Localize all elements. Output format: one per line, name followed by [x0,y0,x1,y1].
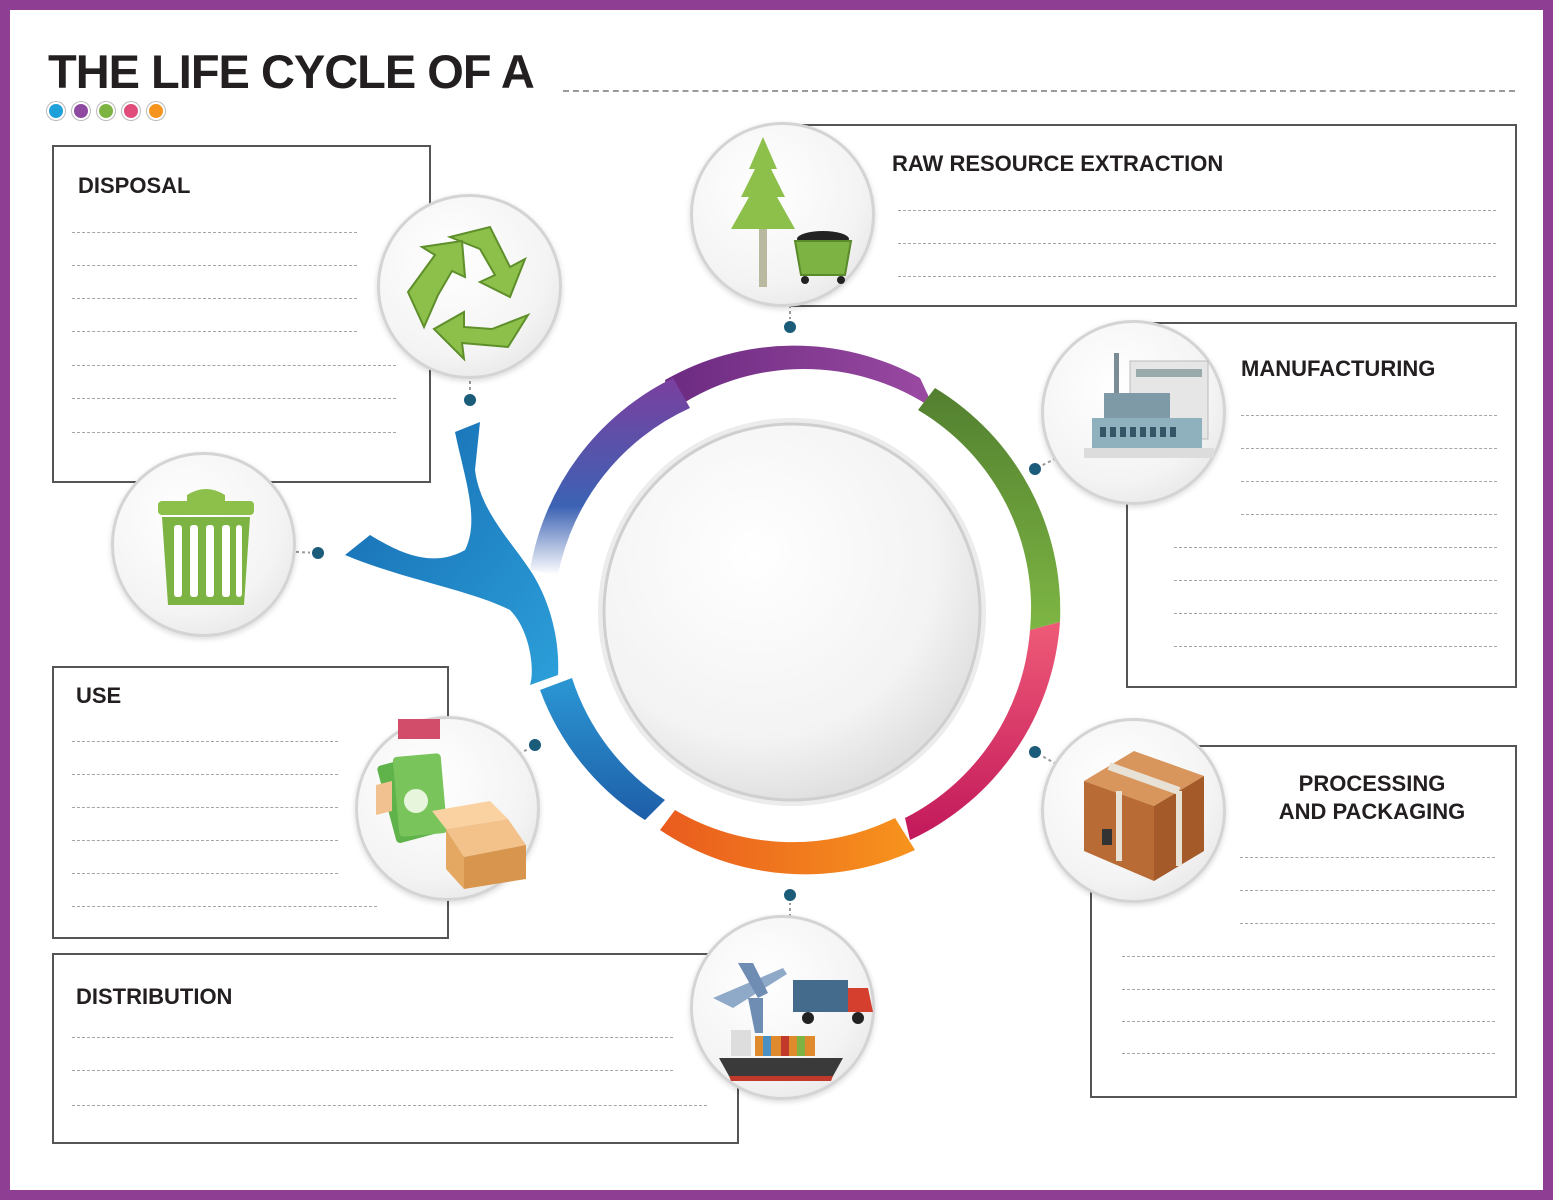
use-heading: USE [76,683,122,708]
writing-line[interactable] [1241,481,1497,482]
writing-line[interactable] [72,1070,673,1071]
recycle-icon [406,225,531,362]
ring-segment-purple [665,345,935,412]
trash-can-icon [158,489,254,605]
writing-line[interactable] [72,265,357,266]
writing-line[interactable] [1174,580,1497,581]
factory-icon [1084,353,1214,458]
writing-line[interactable] [72,298,357,299]
cargo-ship-icon [719,1030,843,1081]
writing-line[interactable] [72,331,357,332]
raw-resource-heading: RAW RESOURCE EXTRACTION [892,151,1224,176]
blue-dot [47,102,65,120]
pink-dot [122,102,140,120]
distribution-circle[interactable] [690,915,875,1100]
processing-heading-line2: AND PACKAGING [1278,799,1466,824]
ring-segment-orange [660,810,915,875]
cardboard-box-icon [1084,751,1204,881]
writing-line[interactable] [72,1105,707,1106]
writing-line[interactable] [72,741,338,742]
trash-circle[interactable] [111,452,296,637]
writing-line[interactable] [1240,923,1495,924]
writing-line[interactable] [72,398,396,399]
raw-resource-circle[interactable] [690,122,875,307]
recycle-circle[interactable] [377,194,562,379]
writing-line[interactable] [72,840,338,841]
writing-line[interactable] [1122,1021,1495,1022]
writing-line[interactable] [72,873,338,874]
airplane-icon [713,963,787,1033]
writing-line[interactable] [72,1037,673,1038]
purple-dot [72,102,90,120]
ring-segment-blue [540,678,665,820]
open-box-icon [432,801,526,889]
life-cycle-diagram [277,287,1073,935]
writing-line[interactable] [72,432,396,433]
writing-line[interactable] [1240,890,1495,891]
writing-line[interactable] [1122,1053,1495,1054]
connector-pins [310,319,1043,903]
disposal-branch-arrow [345,422,559,685]
truck-icon [793,980,873,1024]
writing-line[interactable] [1174,547,1497,548]
writing-line[interactable] [1241,415,1497,416]
color-dots [47,102,165,120]
orange-dot [147,102,165,120]
ring-segment-green [918,388,1061,630]
writing-line[interactable] [1174,646,1497,647]
tree-icon [731,137,795,287]
distribution-heading: DISTRIBUTION [76,984,233,1009]
writing-line[interactable] [1122,989,1495,990]
page-title: THE LIFE CYCLE OF A [48,45,535,98]
title-blank-line[interactable] [563,90,1515,92]
writing-line[interactable] [72,906,377,907]
writing-line[interactable] [898,243,1496,244]
processing-circle[interactable] [1041,718,1226,903]
center-disc[interactable] [602,422,982,802]
green-dot [97,102,115,120]
ring-segment-violet-blue [530,378,690,575]
writing-line[interactable] [1122,956,1495,957]
writing-line[interactable] [898,276,1496,277]
writing-line[interactable] [72,807,338,808]
processing-heading-line1: PROCESSING [1298,771,1446,796]
writing-line[interactable] [1174,613,1497,614]
distribution-box: DISTRIBUTION [52,953,739,1144]
raw-resource-box: RAW RESOURCE EXTRACTION [790,124,1517,307]
writing-line[interactable] [72,365,396,366]
writing-line[interactable] [1240,857,1495,858]
writing-line[interactable] [72,774,338,775]
disposal-heading: DISPOSAL [78,173,191,198]
writing-line[interactable] [72,232,357,233]
manufacturing-heading: MANUFACTURING [1241,356,1436,381]
writing-line[interactable] [898,210,1496,211]
money-icon [376,719,448,843]
writing-line[interactable] [1241,448,1497,449]
processing-heading: PROCESSING AND PACKAGING [1092,770,1543,826]
ring-segment-pink [905,622,1060,840]
coal-cart-icon [793,231,853,284]
manufacturing-circle[interactable] [1041,320,1226,505]
writing-line[interactable] [1241,514,1497,515]
use-circle[interactable] [355,716,540,901]
